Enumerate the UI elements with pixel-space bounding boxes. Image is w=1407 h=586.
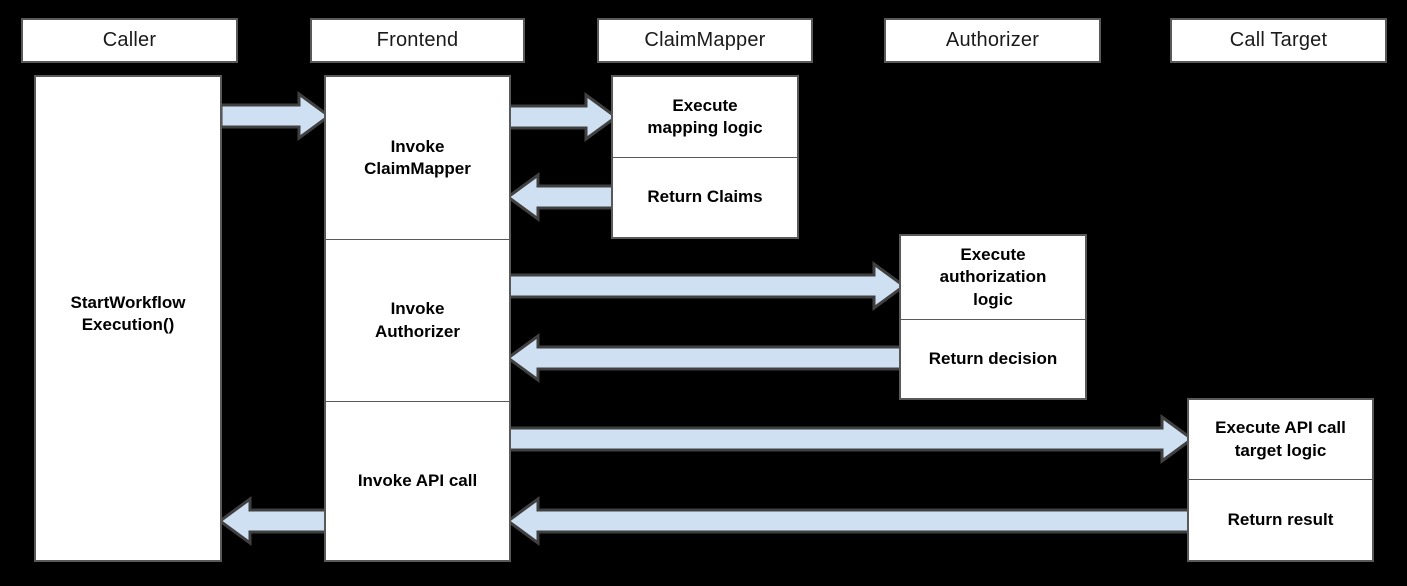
- lane-header-frontend: Frontend: [310, 18, 525, 63]
- lifeline-segment: Invoke API call: [326, 402, 509, 560]
- lifeline-authorizer: Execute authorization logic Return decis…: [899, 234, 1087, 400]
- lifeline-calltarget: Execute API call target logic Return res…: [1187, 398, 1374, 562]
- lane-header-calltarget: Call Target: [1170, 18, 1387, 63]
- lane-header-authorizer: Authorizer: [884, 18, 1101, 63]
- lifeline-segment: Execute mapping logic: [613, 77, 797, 158]
- segment-label: Return Claims: [647, 187, 763, 207]
- lane-header-label: Caller: [102, 29, 157, 51]
- lifeline-caller: StartWorkflow Execution(): [34, 75, 222, 562]
- lifeline-segment: Return result: [1189, 480, 1372, 560]
- lane-header-claimmapper: ClaimMapper: [597, 18, 813, 63]
- lifeline-segment: StartWorkflow Execution(): [36, 77, 220, 560]
- lifeline-segment: Execute authorization logic: [901, 236, 1085, 320]
- message-arrow-frontend-to-authorizer: [506, 261, 907, 311]
- lifeline-frontend: Invoke ClaimMapper Invoke Authorizer Inv…: [324, 75, 511, 562]
- segment-label: Execute authorization logic: [939, 245, 1047, 309]
- message-arrow-calltarget-to-frontend: [505, 496, 1194, 546]
- lane-header-label: Frontend: [376, 29, 459, 51]
- segment-label: Invoke Authorizer: [375, 299, 460, 341]
- message-arrow-authorizer-to-frontend: [505, 333, 906, 383]
- segment-label: Return decision: [928, 348, 1058, 368]
- lifeline-segment: Invoke Authorizer: [326, 240, 509, 402]
- segment-label: StartWorkflow Execution(): [70, 293, 186, 335]
- segment-label: Invoke API call: [357, 470, 478, 490]
- segment-label: Return result: [1227, 509, 1334, 529]
- segment-label: Execute API call target logic: [1215, 418, 1346, 460]
- lane-header-label: ClaimMapper: [644, 29, 766, 51]
- segment-label: Execute mapping logic: [647, 95, 763, 137]
- lifeline-segment: Execute API call target logic: [1189, 400, 1372, 480]
- segment-label: Invoke ClaimMapper: [364, 136, 471, 178]
- lifeline-segment: Return Claims: [613, 158, 797, 237]
- message-arrow-claimmapper-to-frontend: [505, 172, 618, 222]
- lifeline-segment: Return decision: [901, 320, 1085, 398]
- message-arrow-frontend-to-caller: [217, 496, 332, 546]
- message-arrow-frontend-to-calltarget: [506, 414, 1195, 464]
- lane-header-label: Call Target: [1229, 29, 1328, 51]
- message-arrow-caller-to-frontend: [219, 91, 332, 141]
- lane-header-caller: Caller: [21, 18, 238, 63]
- lane-header-label: Authorizer: [945, 29, 1040, 51]
- lifeline-claimmapper: Execute mapping logic Return Claims: [611, 75, 799, 239]
- lifeline-segment: Invoke ClaimMapper: [326, 77, 509, 240]
- message-arrow-frontend-to-claimmapper: [506, 92, 619, 142]
